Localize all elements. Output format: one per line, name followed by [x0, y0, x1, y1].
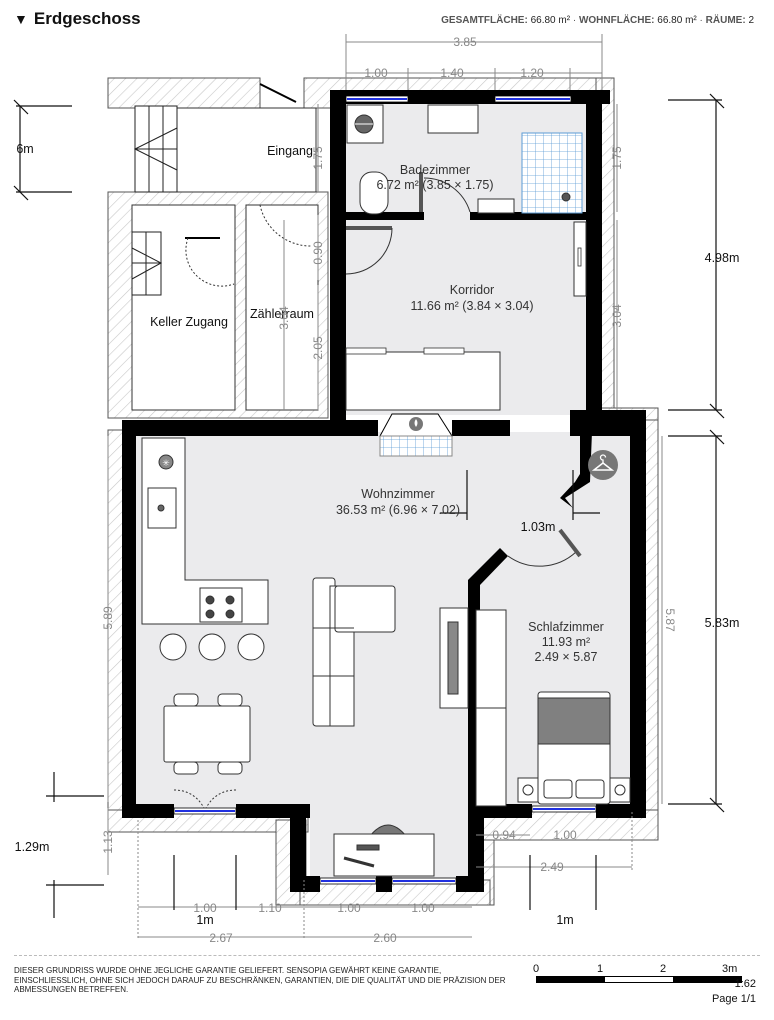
rooms-label: RÄUME:	[705, 15, 746, 26]
total-area-label: GESAMTFLÄCHE:	[441, 15, 528, 26]
dim-right-bedroom: 5.87	[663, 608, 677, 632]
dim-right-corridor: 3.04	[610, 304, 624, 328]
sideboard	[345, 351, 501, 411]
walls	[122, 90, 646, 892]
dim-top-seg: 1.00	[364, 66, 388, 80]
rooms-value: 2	[748, 15, 754, 26]
triangle-down-icon[interactable]: ▼	[14, 11, 28, 27]
scale-ratio: 1:62	[734, 978, 756, 990]
svg-text:✳: ✳	[162, 458, 170, 468]
separator: ·	[699, 15, 703, 26]
scale-tick: 0	[533, 963, 540, 975]
dim-bottom-seg: 1.00	[337, 901, 361, 915]
room-area-schlafzimmer: 11.93 m²	[542, 635, 590, 649]
dim-bottom-mid-total: 2.60	[373, 931, 397, 945]
floor-title[interactable]: ▼ Erdgeschoss	[14, 9, 141, 29]
room-detail-wohnzimmer: 36.53 m² (6.96 × 7.02)	[336, 503, 460, 517]
scale-tick: 1	[597, 963, 604, 975]
floor-stats: GESAMTFLÄCHE: 66.80 m² · WOHNFLÄCHE: 66.…	[441, 15, 754, 26]
room-detail-badezimmer: 6.72 m² (3.85 × 1.75)	[376, 178, 493, 192]
dining-table	[163, 693, 251, 775]
living-area-value: 66.80 m²	[657, 15, 697, 26]
outer-dimension-labels: 4.98m 5.83m 6m 1.29m 1.03m 1m 1m	[15, 142, 740, 927]
dim-bottom-seg: 1.00	[193, 901, 217, 915]
bathroom-fixtures	[346, 104, 583, 215]
dim-bottom-right-total: 2.49	[540, 860, 564, 874]
disclaimer: DIESER GRUNDRISS WURDE OHNE JEGLICHE GAR…	[14, 966, 506, 994]
room-name-badezimmer: Badezimmer	[400, 163, 470, 177]
sink	[427, 104, 479, 134]
doors	[173, 83, 582, 809]
total-area-value: 66.80 m²	[530, 15, 571, 26]
dim-bottom-right-seg: 1.00	[553, 828, 577, 842]
scale-tick: 2	[660, 963, 667, 975]
floor-name: Erdgeschoss	[33, 9, 141, 28]
towel-rack	[477, 198, 515, 214]
page-number: Page 1/1	[711, 993, 756, 1005]
toilet	[359, 171, 389, 215]
washing-machine-icon	[346, 104, 384, 144]
hanger-icon	[588, 450, 618, 480]
dim-zaehler-inner: 3.04	[277, 306, 291, 330]
room-name-wohnzimmer: Wohnzimmer	[361, 487, 434, 501]
separator: ·	[572, 15, 577, 26]
dim-bottom-right-seg: 0.94	[492, 828, 516, 842]
dimension-lines	[107, 34, 663, 940]
dim-bottom-seg: 1.00	[411, 901, 435, 915]
floor-plan: ✳	[13, 34, 740, 945]
scale-tick: 3m	[722, 963, 738, 975]
dim-right-bath: 1.75	[610, 146, 624, 170]
room-dims-schlafzimmer: 2.49 × 5.87	[535, 650, 598, 664]
room-name-keller-zugang: Keller Zugang	[150, 315, 228, 329]
kitchen: ✳	[141, 437, 269, 661]
dim-right-upper-total: 4.98m	[705, 251, 740, 265]
room-detail-korridor: 11.66 m² (3.84 × 3.04)	[410, 299, 533, 313]
dim-bottom-left-total: 2.67	[209, 931, 233, 945]
dim-top-seg: 1.40	[440, 66, 464, 80]
dim-left-bottom: 1.13	[101, 830, 115, 854]
room-labels: Badezimmer 6.72 m² (3.85 × 1.75) Korrido…	[150, 144, 604, 664]
room-name-korridor: Korridor	[450, 283, 494, 297]
dim-window-left: 1m	[196, 913, 213, 927]
living-area-label: WOHNFLÄCHE:	[578, 15, 655, 26]
footer-divider	[14, 955, 760, 956]
bedroom-furniture	[439, 607, 631, 807]
dim-zaehler: 2.05	[311, 336, 325, 360]
snowflake-icon	[158, 454, 174, 470]
dim-window-right: 1m	[556, 913, 573, 927]
stairs-icon	[131, 105, 178, 296]
room-name-eingang: Eingang	[267, 144, 313, 158]
shower	[521, 132, 583, 214]
dim-right-lower-total: 5.83m	[705, 616, 740, 630]
dim-top-seg: 1.20	[520, 66, 544, 80]
dim-door-opening: 1.03m	[521, 520, 556, 534]
dim-eingang: 1.75	[311, 146, 325, 170]
dim-door: 0.90	[311, 241, 325, 265]
windows	[173, 95, 597, 885]
dim-left-outer-top: 6m	[16, 142, 33, 156]
room-name-schlafzimmer: Schlafzimmer	[528, 620, 604, 634]
scale-bar: 0 1 2 3m	[533, 963, 742, 983]
dim-left-outer-bottom: 1.29m	[15, 840, 50, 854]
outer-dimension-lines	[13, 93, 725, 918]
room-name-zaehlerraum: Zählerraum	[250, 307, 314, 321]
dim-bottom-seg: 1.10	[258, 901, 282, 915]
dim-top-total: 3.85	[453, 35, 477, 49]
fireplace	[379, 413, 453, 457]
sofa	[312, 577, 396, 727]
desk	[333, 824, 435, 877]
dim-left-living: 5.89	[101, 606, 115, 630]
dimension-labels: 3.85 1.00 1.40 1.20 1.75 3.04 1.75 0.90 …	[101, 35, 677, 945]
